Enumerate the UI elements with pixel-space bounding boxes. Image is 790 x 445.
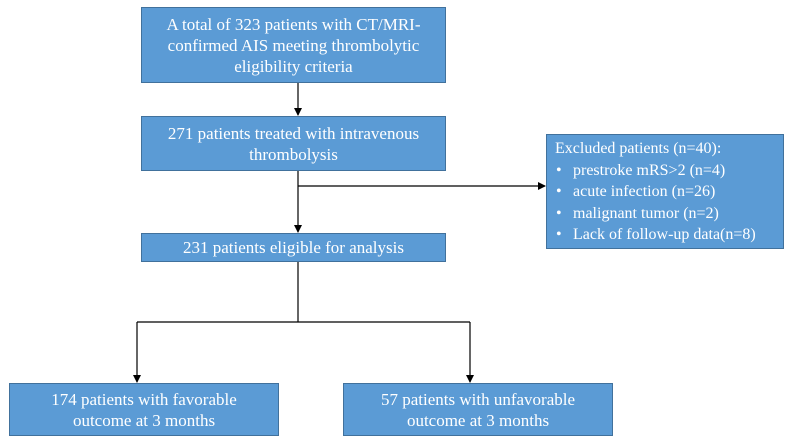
box-favorable-line: outcome at 3 months bbox=[72, 410, 216, 430]
box-treated-text: 271 patients treated with intravenous th… bbox=[168, 123, 419, 165]
excluded-item: acute infection (n=26) bbox=[555, 181, 783, 203]
box-treated-line: thrombolysis bbox=[249, 144, 338, 164]
excluded-item: prestroke mRS>2 (n=4) bbox=[555, 160, 783, 182]
box-treated-patients: 271 patients treated with intravenous th… bbox=[141, 116, 446, 171]
box-total-line: confirmed AIS meeting thrombolytic bbox=[167, 35, 420, 55]
box-treated-line: 271 patients treated with intravenous bbox=[167, 123, 420, 143]
excluded-title: Excluded patients (n=40): bbox=[555, 140, 722, 157]
box-favorable-text: 174 patients with favorable outcome at 3… bbox=[51, 389, 237, 431]
box-excluded-patients: Excluded patients (n=40): prestroke mRS>… bbox=[546, 134, 784, 249]
box-total-patients: A total of 323 patients with CT/MRI- con… bbox=[141, 7, 446, 83]
box-total-text: A total of 323 patients with CT/MRI- con… bbox=[166, 14, 420, 77]
box-unfavorable-line: outcome at 3 months bbox=[406, 410, 550, 430]
box-eligible-patients: 231 patients eligible for analysis bbox=[141, 233, 446, 262]
excluded-item: malignant tumor (n=2) bbox=[555, 203, 783, 225]
box-favorable-outcome: 174 patients with favorable outcome at 3… bbox=[9, 383, 279, 436]
box-unfavorable-outcome: 57 patients with unfavorable outcome at … bbox=[343, 383, 613, 436]
excluded-list: prestroke mRS>2 (n=4) acute infection (n… bbox=[555, 160, 783, 246]
box-total-line: eligibility criteria bbox=[234, 56, 353, 76]
box-eligible-text: 231 patients eligible for analysis bbox=[183, 238, 404, 257]
excluded-item: Lack of follow-up data(n=8) bbox=[555, 224, 783, 246]
box-unfavorable-text: 57 patients with unfavorable outcome at … bbox=[381, 389, 575, 431]
box-total-line: A total of 323 patients with CT/MRI- bbox=[166, 14, 421, 34]
box-favorable-line: 174 patients with favorable bbox=[51, 389, 237, 409]
box-unfavorable-line: 57 patients with unfavorable bbox=[380, 389, 576, 409]
